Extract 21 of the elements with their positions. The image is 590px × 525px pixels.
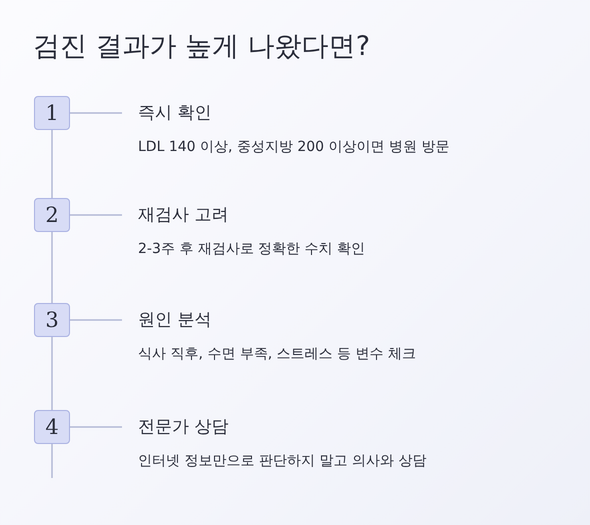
step-number-box: 3 — [34, 303, 70, 337]
connector-line — [70, 319, 122, 321]
step-heading: 즉시 확인 — [138, 102, 212, 124]
step-description: 인터넷 정보만으로 판단하지 말고 의사와 상담 — [138, 452, 426, 470]
connector-line — [51, 337, 53, 410]
connector-line — [70, 214, 122, 216]
step-description: LDL 140 이상, 중성지방 200 이상이면 병원 방문 — [138, 138, 450, 156]
step-description: 식사 직후, 수면 부족, 스트레스 등 변수 체크 — [138, 345, 416, 363]
step-heading: 재검사 고려 — [138, 204, 228, 226]
step-heading: 전문가 상담 — [138, 416, 228, 438]
connector-line — [51, 232, 53, 303]
connector-line — [70, 426, 122, 428]
connector-line — [70, 112, 122, 114]
step-number-box: 1 — [34, 96, 70, 130]
connector-line — [51, 130, 53, 198]
title: 검진 결과가 높게 나왔다면? — [33, 30, 370, 64]
connector-line — [51, 444, 53, 478]
step-description: 2-3주 후 재검사로 정확한 수치 확인 — [138, 240, 366, 258]
step-number-box: 2 — [34, 198, 70, 232]
step-number-box: 4 — [34, 410, 70, 444]
step-heading: 원인 분석 — [138, 309, 212, 331]
